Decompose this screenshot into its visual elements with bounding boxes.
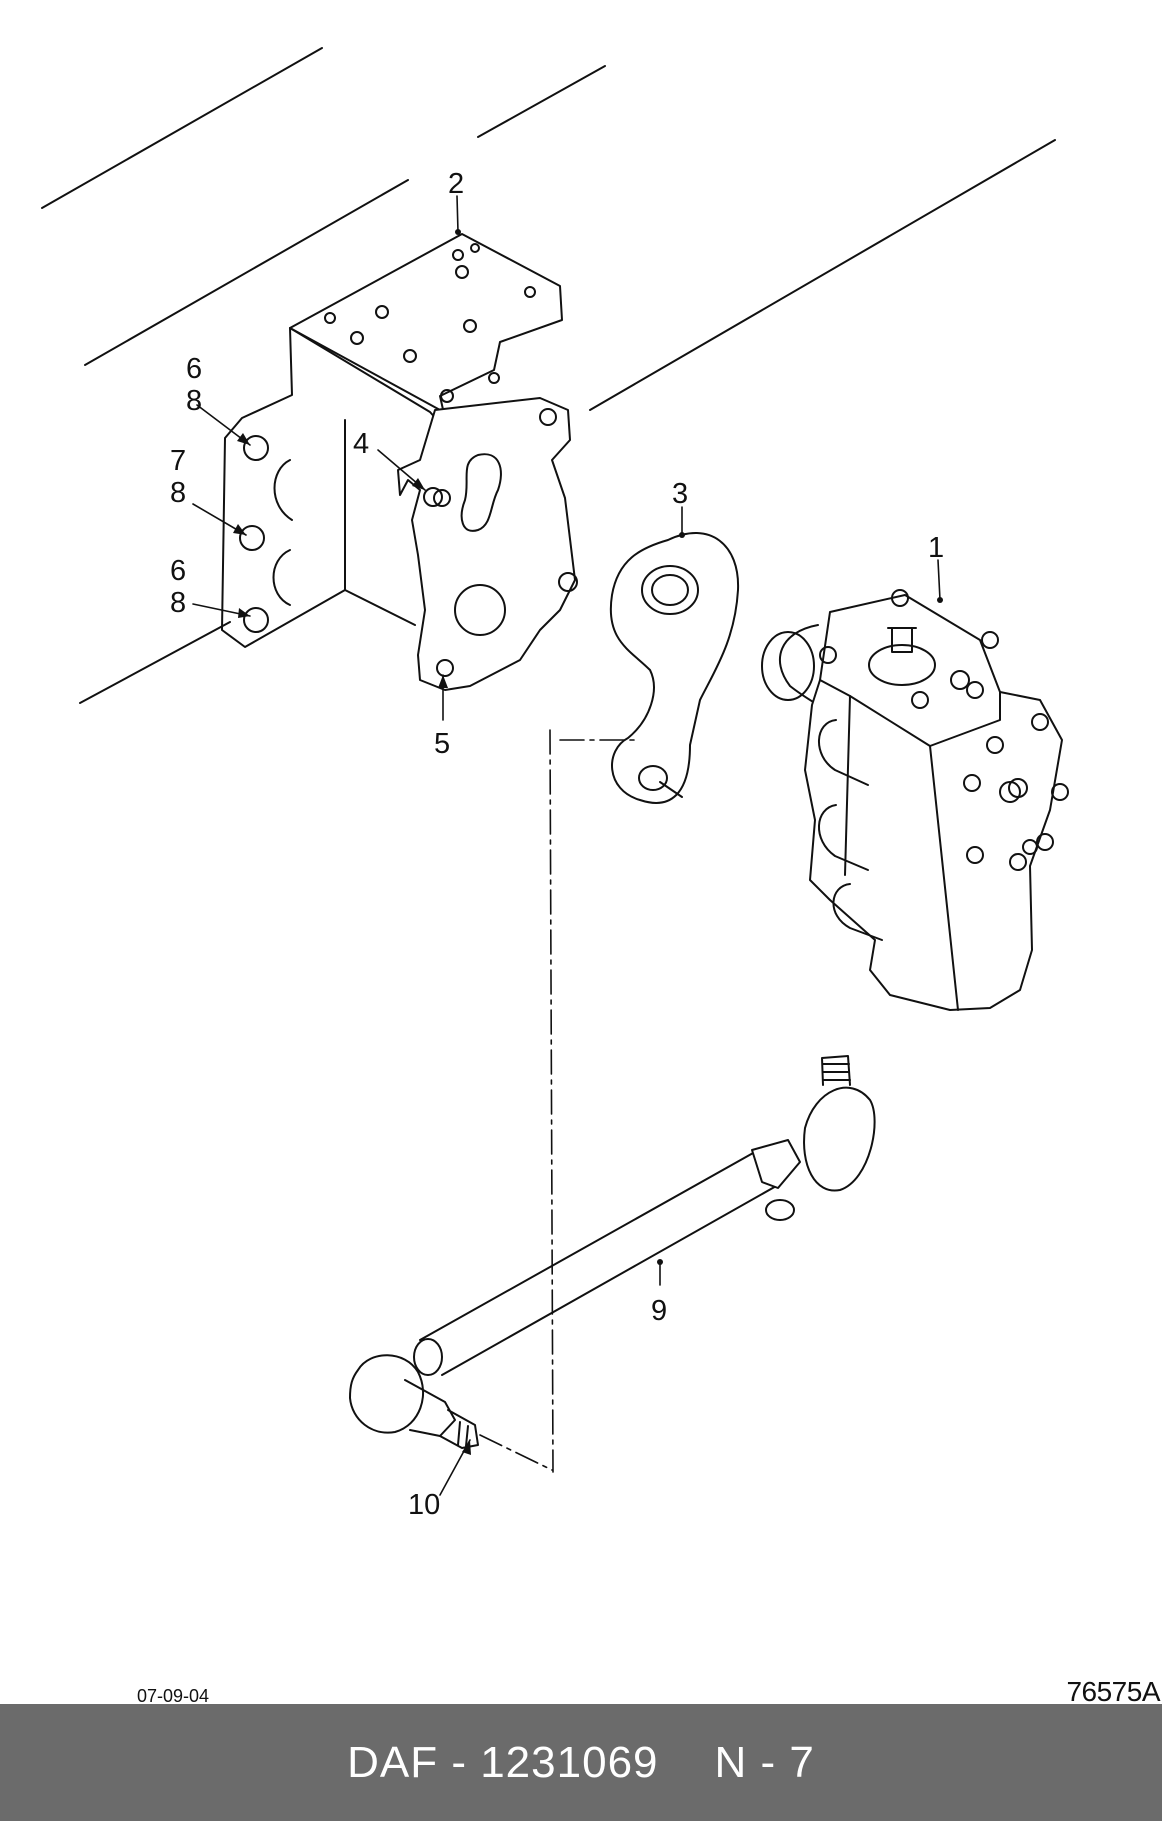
steering-gear-box xyxy=(761,589,1069,1011)
exploded-parts-diagram: 1 2 3 4 5 6 8 7 8 6 8 9 10 xyxy=(41,47,1069,1521)
callout-4: 4 xyxy=(353,428,369,460)
date-code: 07-09-04 xyxy=(137,1686,210,1706)
callout-1: 1 xyxy=(928,532,944,564)
callout-2: 2 xyxy=(448,168,464,200)
callout-8a: 8 xyxy=(186,385,202,417)
callout-6b: 6 xyxy=(170,555,186,587)
callout-7: 7 xyxy=(170,445,186,477)
pitman-arm xyxy=(609,532,740,804)
part-number-label: DAF - 1231069 xyxy=(347,1737,659,1787)
callout-8b: 8 xyxy=(170,477,186,509)
page-reference: N - 7 xyxy=(714,1737,815,1787)
frame-rail-lines xyxy=(41,47,1056,704)
callout-9: 9 xyxy=(651,1295,667,1327)
callout-8c: 8 xyxy=(170,587,186,619)
ball-joint xyxy=(349,1354,479,1449)
drawing-code: 76575A xyxy=(1066,1676,1160,1707)
callout-5: 5 xyxy=(434,728,450,760)
footer-bar: DAF - 1231069 N - 7 xyxy=(0,1704,1162,1821)
callout-10: 10 xyxy=(408,1489,440,1521)
leader-arrowheads xyxy=(233,229,943,1455)
mounting-bracket xyxy=(221,233,578,691)
callout-6a: 6 xyxy=(186,353,202,385)
callout-3: 3 xyxy=(672,478,688,510)
drag-link xyxy=(413,1055,876,1376)
assembly-centerline xyxy=(479,729,641,1473)
callout-labels: 1 2 3 4 5 6 8 7 8 6 8 9 10 xyxy=(170,168,944,1521)
